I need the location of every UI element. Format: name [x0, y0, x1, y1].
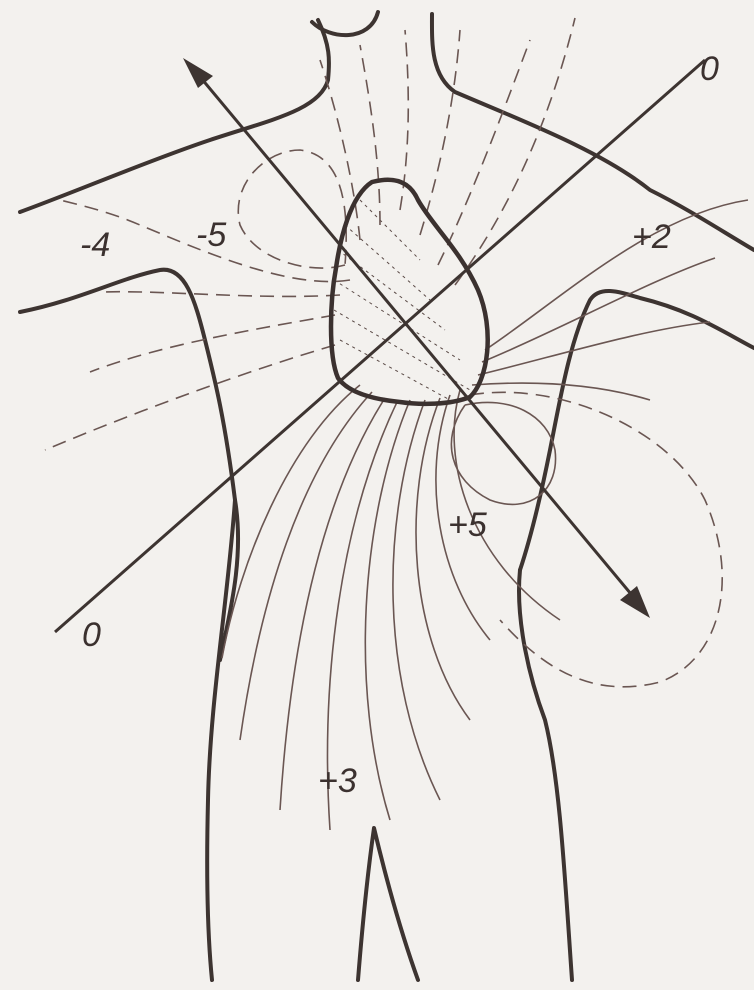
- label-minus-five: -5: [196, 218, 226, 252]
- label-plus-two: +2: [632, 220, 671, 254]
- right-flank: [519, 570, 572, 980]
- label-plus-five: +5: [448, 508, 487, 542]
- crotch-line: [358, 828, 418, 980]
- left-arm-inner: [20, 270, 238, 660]
- arrowhead-bottom: [620, 586, 650, 618]
- left-flank: [207, 500, 235, 980]
- arrowhead-top: [183, 58, 213, 88]
- label-zero-bottom: 0: [82, 618, 101, 652]
- right-arm-inner: [520, 291, 754, 570]
- zero-potential-line: [55, 60, 705, 632]
- torso-outline: [20, 12, 754, 980]
- neck-left-line: [20, 20, 329, 212]
- label-minus-four: -4: [80, 228, 110, 262]
- label-zero-top: 0: [700, 52, 719, 86]
- label-plus-three: +3: [318, 764, 357, 798]
- negative-isolines: [45, 18, 722, 687]
